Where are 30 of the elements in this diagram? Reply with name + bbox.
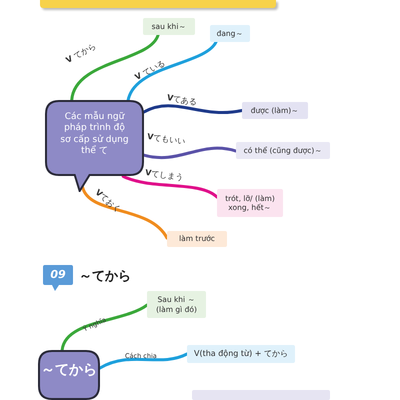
section-title: ～てから xyxy=(79,268,131,285)
text-box xyxy=(242,102,308,119)
branch-line xyxy=(81,186,168,240)
branch-line xyxy=(126,40,218,102)
edge-label: Vておく xyxy=(92,187,124,215)
edge-label: V てから xyxy=(64,40,98,66)
branch-line xyxy=(122,174,218,199)
edge-label: Vてしまう xyxy=(144,167,184,184)
empty-box xyxy=(192,390,330,400)
node-text: V(tha động từ) + てから xyxy=(194,349,288,359)
text-box xyxy=(210,25,250,42)
text-box xyxy=(167,231,227,247)
text-box xyxy=(217,189,283,217)
node-text: ～てから xyxy=(41,362,97,380)
text-box xyxy=(143,18,195,35)
text-box xyxy=(236,142,330,159)
section-number: 09 xyxy=(50,268,66,282)
edge-label: V ている xyxy=(133,58,168,83)
branch-line xyxy=(98,352,188,370)
edge-label: Vてもいい xyxy=(146,131,186,148)
branch-line xyxy=(60,304,148,352)
branch-line xyxy=(70,34,160,102)
branch-line xyxy=(142,146,238,160)
branch-line xyxy=(142,104,244,114)
node-text: Các mẫu ngữ pháp trình độ sơ cấp sử dụng thể て xyxy=(59,112,130,157)
text-box xyxy=(187,345,295,363)
speech-bubble xyxy=(38,350,100,400)
number-badge xyxy=(43,265,73,291)
text-box xyxy=(147,291,206,318)
edge-label: Vてある xyxy=(166,92,198,108)
